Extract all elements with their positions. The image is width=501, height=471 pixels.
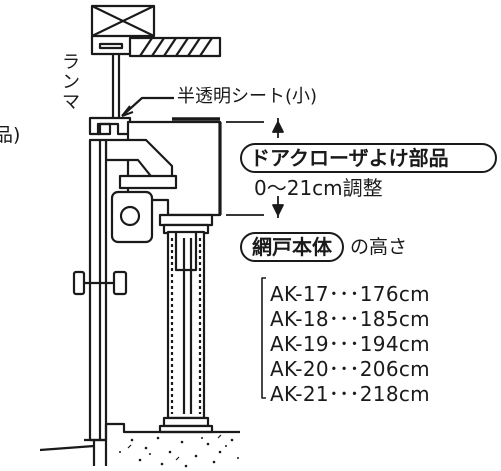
spec-row: AK-20･･･206cm: [270, 353, 430, 382]
floor-threshold: [39, 422, 240, 466]
transom-label-char-2: ン: [62, 72, 80, 93]
left-partial-label: 品): [0, 124, 21, 146]
spec-model: AK-17: [270, 282, 329, 306]
adjust-range-label: 0～21cm調整: [254, 176, 383, 200]
screen-body-label: 網戸本体: [252, 235, 332, 259]
closer-part-label: ドアクローザよけ部品: [250, 146, 449, 170]
door-handle: [72, 270, 128, 296]
adjust-dimension-marker: [226, 118, 284, 218]
spec-height: 194cm: [359, 332, 430, 356]
door-leaf: [88, 138, 108, 442]
spec-dots: ･･･: [328, 382, 360, 406]
spec-height: 206cm: [359, 357, 430, 381]
transom-label-char-3: マ: [62, 92, 80, 113]
transom-post: [111, 54, 121, 118]
closer-part-pill: [240, 143, 497, 173]
sheet-label: 半透明シート(小): [177, 86, 318, 107]
spec-model: AK-20: [270, 357, 329, 381]
spec-model: AK-18: [270, 307, 329, 331]
spec-row: AK-19･･･194cm: [270, 328, 430, 357]
screen-frame-tube: [166, 230, 206, 420]
screen-head-rail: [158, 213, 214, 235]
spec-bracket: [261, 277, 266, 399]
height-suffix-label: の高さ: [350, 236, 408, 258]
door-closer-arm: [104, 138, 178, 190]
spec-model: AK-21: [270, 382, 329, 406]
floor-concrete-dots: [119, 434, 239, 468]
spec-dots: ･･･: [328, 307, 360, 331]
spec-height: 176cm: [359, 282, 430, 306]
spec-row: AK-17･･･176cm: [270, 278, 430, 307]
spec-model: AK-19: [270, 332, 329, 356]
spec-dots: ･･･: [328, 282, 360, 306]
spec-dots: ･･･: [328, 357, 360, 381]
spec-row: AK-21･･･218cm: [270, 378, 430, 407]
ceiling-box: [90, 4, 156, 38]
spec-row: AK-18･･･185cm: [270, 303, 430, 332]
spec-dots: ･･･: [328, 332, 360, 356]
spec-height: 218cm: [359, 382, 430, 406]
upper-frame-clip: [88, 116, 132, 136]
sheet-leader-arrow: [121, 96, 174, 117]
transom-label-char-1: ラ: [62, 52, 80, 73]
top-frame-bracket: [90, 36, 130, 56]
screen-bottom-rail: [158, 416, 214, 434]
hatched-lintel: [128, 36, 222, 58]
screen-body-pill: [240, 232, 344, 262]
spec-height: 185cm: [359, 307, 430, 331]
door-closer-body: [110, 190, 154, 244]
